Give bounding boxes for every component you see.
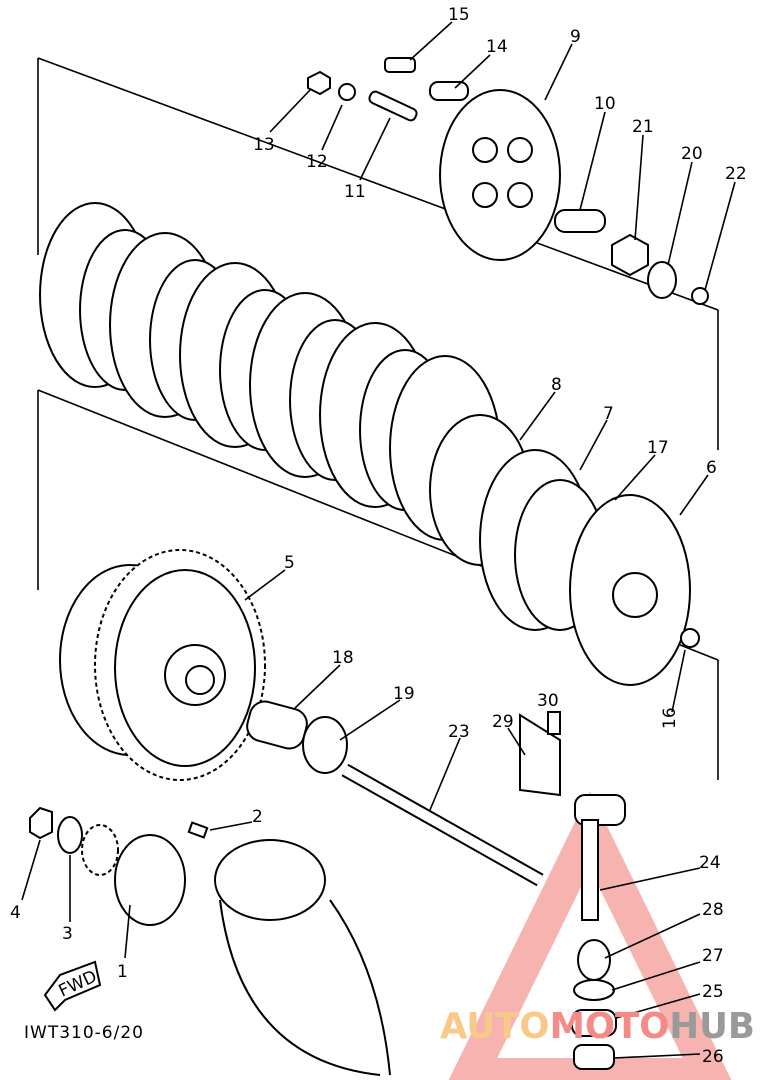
label-1: 1 [117, 962, 128, 982]
label-12: 12 [306, 152, 328, 172]
label-7: 7 [603, 404, 614, 424]
clutch-plates [39, 202, 531, 566]
label-11: 11 [344, 182, 366, 202]
label-10: 10 [594, 94, 616, 114]
label-6: 6 [706, 458, 717, 478]
watermark-triangle [448, 791, 732, 1080]
label-22: 22 [725, 164, 747, 184]
watermark-auto: AUTO [440, 1006, 550, 1047]
label-19: 19 [393, 684, 415, 704]
part-labels: 15 14 9 13 12 11 10 21 20 22 8 7 17 6 5 … [10, 5, 747, 1067]
diagram-code: IWT310-6/20 [24, 1023, 144, 1043]
label-25: 25 [702, 982, 724, 1002]
label-29: 29 [492, 712, 514, 732]
label-26: 26 [702, 1047, 724, 1067]
label-15: 15 [448, 5, 470, 25]
watermark-text: AUTOMOTOHUB [440, 1006, 755, 1047]
label-8: 8 [551, 375, 562, 395]
label-2: 2 [252, 807, 263, 827]
label-20: 20 [681, 144, 703, 164]
label-18: 18 [332, 648, 354, 668]
label-3: 3 [62, 924, 73, 944]
label-16: 16 [660, 707, 680, 729]
label-28: 28 [702, 900, 724, 920]
shaft-parts [246, 700, 626, 1070]
label-24: 24 [699, 853, 721, 873]
label-30: 30 [537, 691, 559, 711]
watermark-hub: HUB [669, 1006, 755, 1047]
label-13: 13 [253, 135, 275, 155]
leader-lines [21, 21, 736, 1059]
kick-gears-and-crankcase [29, 806, 391, 1076]
forward-arrow: FWD [43, 960, 102, 1012]
label-23: 23 [448, 722, 470, 742]
clutch-boss [479, 449, 700, 686]
label-14: 14 [486, 37, 508, 57]
label-27: 27 [702, 946, 724, 966]
label-5: 5 [284, 553, 295, 573]
label-4: 4 [10, 903, 21, 923]
primary-driven-gear [59, 549, 266, 781]
label-21: 21 [632, 117, 654, 137]
label-9: 9 [570, 27, 581, 47]
watermark-moto: MOTO [550, 1006, 670, 1047]
label-17: 17 [647, 438, 669, 458]
